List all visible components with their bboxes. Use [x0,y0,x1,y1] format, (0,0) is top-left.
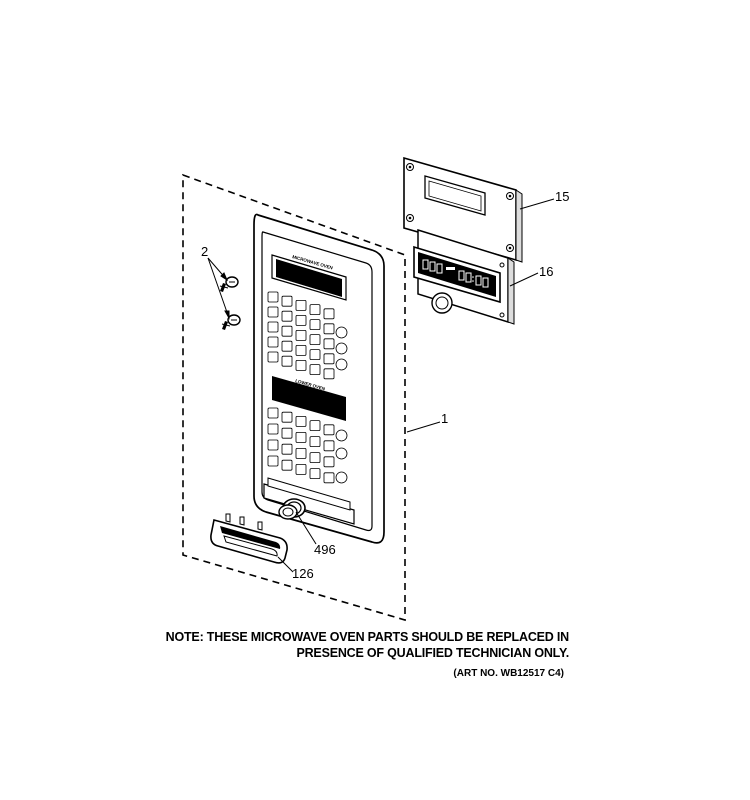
keypad-key [267,407,279,419]
note-text: NOTE: THESE MICROWAVE OVEN PARTS SHOULD … [165,629,570,661]
keypad-key [323,323,335,335]
keypad-key [335,429,348,442]
keypad-key [309,334,321,346]
keypad-key [309,304,321,316]
keypad-key [323,338,335,350]
keypad-key [267,306,279,318]
keypad-key [281,443,293,455]
keypad-key [281,295,293,307]
keypad-key [267,439,279,451]
keypad-key [323,368,335,380]
callout-126: 126 [292,566,314,581]
keypad-key [295,431,307,443]
keypad-key [309,436,321,448]
keypad-key [281,325,293,337]
callout-496: 496 [314,542,336,557]
keypad-key [281,459,293,471]
keypad-key [267,423,279,435]
callout-15: 15 [555,189,570,204]
keypad [267,291,348,484]
callout-16: 16 [539,264,554,279]
keypad-key [309,319,321,331]
keypad-key [335,342,348,355]
display-board-part-16 [413,228,515,325]
keypad-key [335,326,348,339]
keypad-key [267,291,279,303]
screws-part-2 [219,276,241,330]
keypad-key [281,411,293,423]
keypad-key [295,415,307,427]
art-number: (ART NO. WB12517 C4) [453,668,564,679]
note-line-2: PRESENCE OF QUALIFIED TECHNICIAN ONLY. [296,646,569,660]
keypad-key [295,329,307,341]
knob-part-496 [278,498,306,520]
keypad-key [295,447,307,459]
keypad-key [295,314,307,326]
control-panel-part-1: MICROWAVE OVEN LOWER OVEN [253,213,385,544]
keypad-key [323,308,335,320]
keypad-key [335,447,348,460]
keypad-key [323,424,335,436]
keypad-key [309,349,321,361]
keypad-key [281,310,293,322]
keypad-key [295,463,307,475]
keypad-key [267,455,279,467]
keypad-key [309,420,321,432]
keypad-key [323,353,335,365]
keypad-key [267,336,279,348]
keypad-key [281,427,293,439]
assembly-boundary-dashed [182,173,406,622]
keypad-key [281,340,293,352]
callout-1: 1 [441,411,449,426]
callout-2: 2 [201,244,209,259]
latch-part-126 [210,513,288,564]
note-line-1: NOTE: THESE MICROWAVE OVEN PARTS SHOULD … [165,630,570,644]
keypad-key [323,440,335,452]
keypad-key [335,358,348,371]
keypad-key [309,364,321,376]
keypad-key [267,321,279,333]
keypad-key [295,299,307,311]
keypad-key [309,468,321,480]
keypad-key [335,471,348,484]
keypad-key [309,452,321,464]
keypad-key [281,355,293,367]
keypad-key [323,472,335,484]
keypad-key [295,344,307,356]
leader-lines [207,198,555,573]
keypad-key [323,456,335,468]
keypad-key [295,359,307,371]
keypad-key [267,351,279,363]
